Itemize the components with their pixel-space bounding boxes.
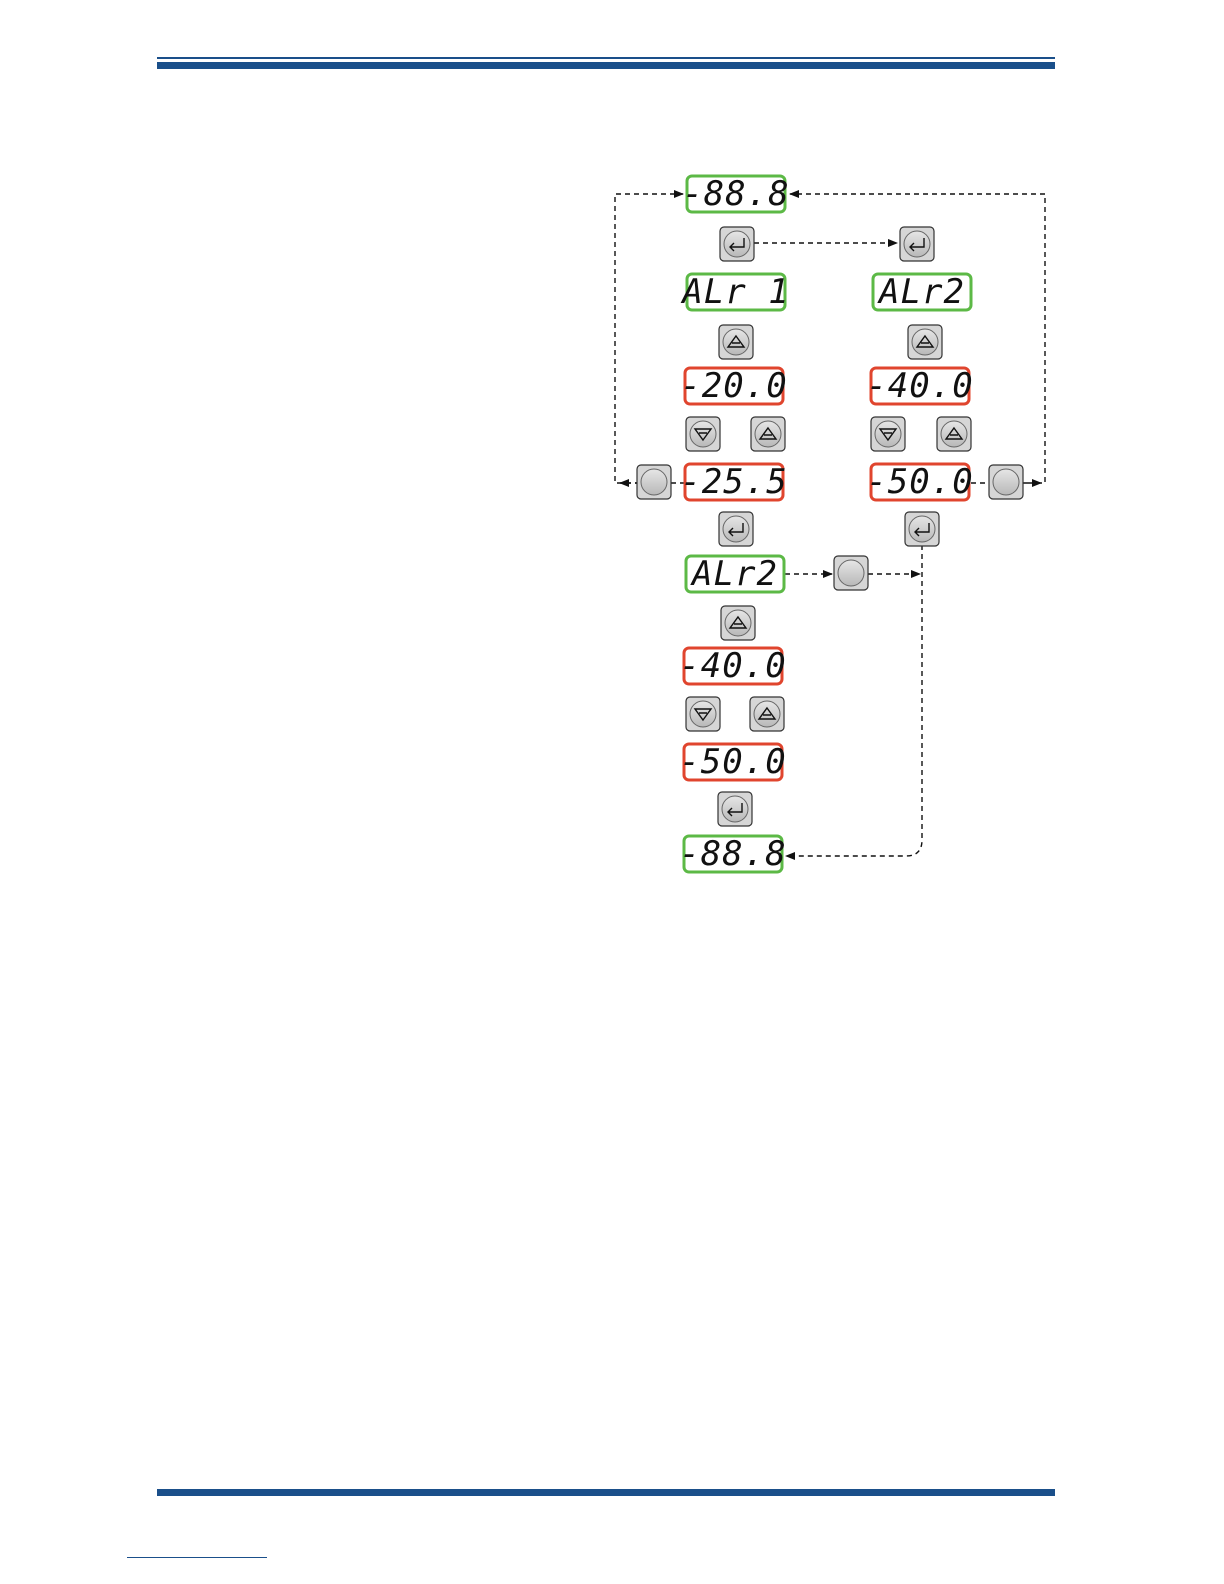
enter-button-5[interactable] [718,792,752,826]
down-button-2[interactable] [871,417,905,451]
display-alr2-left-value-old: -40.0 [679,646,786,686]
down-button-2-face [875,421,901,447]
blank-button-2-face [993,469,1019,495]
blank-button-1-face [641,469,667,495]
display-alr2-right-value-new-text: -50.0 [866,462,973,502]
down-button-1-face [690,421,716,447]
up-button-3[interactable] [751,417,785,451]
up-button-1-face [723,329,749,355]
up-button-4-face [941,421,967,447]
display-alr2-left-value-new-text: -50.0 [679,742,786,782]
up-button-1[interactable] [719,325,753,359]
down-button-3[interactable] [686,697,720,731]
display-alr1-text: ALr 1 [680,272,789,312]
up-button-6-face [754,701,780,727]
enter-button-4[interactable] [905,512,939,546]
blank-button-2[interactable] [989,465,1023,499]
display-alr2-right-value-new: -50.0 [866,462,973,502]
enter-button-2[interactable] [900,227,934,261]
enter-button-2-face [904,231,930,257]
down-button-3-face [690,701,716,727]
display-alr2-right-value-old: -40.0 [866,366,973,406]
enter-button-5-face [722,796,748,822]
display-alr2-right-text: ALr2 [877,272,965,312]
blank-button-3-face [838,560,864,586]
up-button-3-face [755,421,781,447]
display-alr2-left-value-new: -50.0 [679,742,786,782]
display-alr2-left-text: ALr2 [690,554,778,594]
display-alr1-value-old-text: -20.0 [680,366,787,406]
display-alr1-value-old: -20.0 [680,366,787,406]
enter-button-3[interactable] [719,512,753,546]
up-button-6[interactable] [750,697,784,731]
enter-button-4-face [909,516,935,542]
display-alr2-left-value-old-text: -40.0 [679,646,786,686]
blank-button-1[interactable] [637,465,671,499]
display-alr2-right: ALr2 [873,272,971,312]
up-button-5[interactable] [721,606,755,640]
down-button-1[interactable] [686,417,720,451]
footer-rule [157,1489,1055,1496]
display-alr2-right-value-old-text: -40.0 [866,366,973,406]
footer-link-underline [127,1557,267,1558]
display-end: -88.8 [679,834,786,874]
up-button-5-face [725,610,751,636]
display-alr1-value-new: -25.5 [680,462,787,502]
display-alr1-value-new-text: -25.5 [680,462,787,502]
enter-button-1[interactable] [720,227,754,261]
display-start: -88.8 [682,174,789,214]
connector-left-loop [615,194,683,483]
up-button-2[interactable] [908,325,942,359]
display-end-text: -88.8 [679,834,786,874]
display-alr2-left: ALr2 [686,554,784,594]
button-group [637,227,1023,826]
display-start-text: -88.8 [682,174,789,214]
enter-button-3-face [723,516,749,542]
enter-button-1-face [724,231,750,257]
up-button-2-face [912,329,938,355]
blank-button-3[interactable] [834,556,868,590]
display-alr1: ALr 1 [680,272,789,312]
up-button-4[interactable] [937,417,971,451]
connector-return-to-end [786,545,922,856]
